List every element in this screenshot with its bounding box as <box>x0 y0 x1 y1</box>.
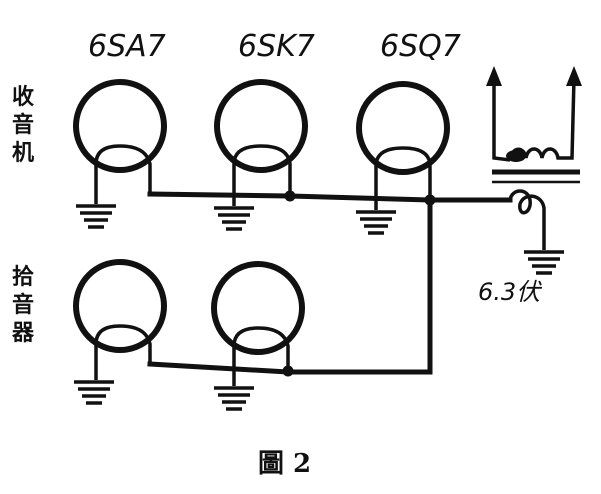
ground-pickup-2 <box>214 386 254 411</box>
tube-6sk7 <box>214 79 308 196</box>
tube-pickup-1 <box>73 259 167 364</box>
ground-6sk7 <box>214 206 254 231</box>
tube-6sa7 <box>73 79 167 194</box>
figure-caption: 圖 2 <box>258 449 311 479</box>
transformer-secondary-coil <box>508 189 546 250</box>
ground-pickup-1 <box>74 380 114 405</box>
arrow-up-icon <box>566 66 582 86</box>
tube-label-6sk7: 6SK7 <box>238 29 315 64</box>
radio-heater-bus <box>147 191 513 203</box>
radio-section-label: 收 音 机 <box>12 84 42 166</box>
ground-6sa7 <box>76 204 116 229</box>
ground-6sq7 <box>356 210 396 235</box>
junction-dot <box>284 190 296 202</box>
tube-pickup-2 <box>211 261 305 370</box>
power-transformer <box>492 77 580 184</box>
voltage-label: 6.3伏 <box>478 278 543 306</box>
ground-transformer <box>524 250 564 275</box>
tube-label-6sa7: 6SA7 <box>88 29 166 64</box>
tube-label-6sq7: 6SQ7 <box>380 29 461 64</box>
tube-6sq7 <box>356 81 450 200</box>
junction-dot <box>282 365 294 377</box>
arrow-up-icon <box>486 66 502 86</box>
pickup-section-label: 拾 音 器 <box>11 264 42 346</box>
